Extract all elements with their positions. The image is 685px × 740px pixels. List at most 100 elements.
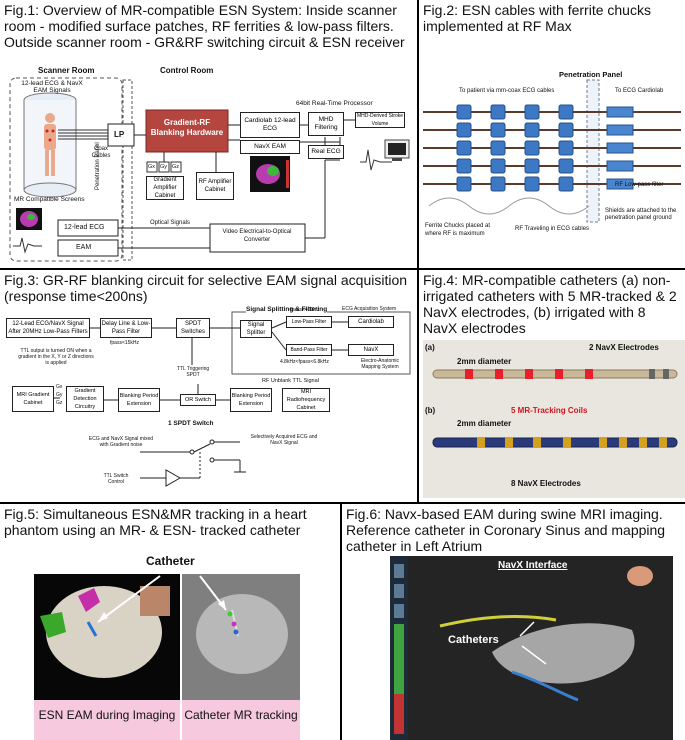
fig3-ttl-ctrl-label: TTL Switch Control xyxy=(103,473,129,485)
fig1-penetration-label: Penetration Panel xyxy=(95,142,101,190)
fig4-diam-a: 2mm diameter xyxy=(457,357,512,366)
fig3-unblank-label: RF Unblank TTL Signal xyxy=(262,378,319,384)
fig5-images xyxy=(34,574,300,740)
ferrite-chuck xyxy=(558,122,574,138)
ferrite-chuck xyxy=(524,158,540,174)
navx-electrode xyxy=(619,437,627,448)
fig1-processor-label: 64bit Real-Time Processor xyxy=(296,100,373,107)
ferrite-chuck xyxy=(524,122,540,138)
fig6-panel: Fig.6: Navx-based EAM during swine MRI i… xyxy=(342,504,685,740)
fig1-navx-box: NavX EAM xyxy=(240,140,300,154)
fig3-diagram xyxy=(54,311,411,487)
fig3-caption: Fig.3: GR-RF blanking circuit for select… xyxy=(4,272,408,304)
fig4-navx8-label: 8 NavX Electrodes xyxy=(511,479,581,488)
ferrite-chuck xyxy=(524,176,540,192)
fig1-mhd-out-box: MHD-Derived Stroke Volume xyxy=(355,112,405,128)
fig6-screenshot xyxy=(390,556,673,740)
fig4-photo: (a) (b) 2mm diameter 2 NavX Electrodes 5… xyxy=(423,340,685,498)
fig5-caption: Fig.5: Simultaneous ESN&MR tracking in a… xyxy=(4,506,307,538)
fig1-scanner-room-label: Scanner Room xyxy=(38,66,95,75)
fig3-spdt-box: SPDT Switches xyxy=(176,318,210,338)
rf-wave xyxy=(428,197,590,215)
ferrite-chuck xyxy=(490,122,506,138)
divider-vertical-bottom xyxy=(340,502,342,740)
lowpass-filter xyxy=(606,124,634,136)
fig4-catheters xyxy=(432,369,678,448)
navx-electrode xyxy=(477,437,485,448)
ferrite-chuck xyxy=(490,140,506,156)
fig3-navx-box: NavX xyxy=(348,344,394,356)
fig1-lp-label: LP xyxy=(114,130,125,139)
fig3-fpass3: fpass<15kHz xyxy=(110,340,140,346)
fig5-right-label: Catheter MR tracking xyxy=(184,708,298,722)
fig3-gz: Gz xyxy=(56,400,63,406)
navx-electrode xyxy=(639,437,647,448)
fig2-to-ecg-label: To ECG Cardiolab xyxy=(615,88,664,94)
fig2-chucks-label: Ferrite Chucks placed at where RF is max… xyxy=(425,223,491,237)
ferrite-chuck xyxy=(558,158,574,174)
fig4-panel: Fig.4: MR-compatible catheters (a) non-i… xyxy=(419,270,685,502)
ferrite-chuck xyxy=(558,140,574,156)
fig3-noise-label: ECG and NavX Signal mixed with Gradient … xyxy=(88,436,154,448)
navx-electrode xyxy=(649,369,655,379)
navx-electrode xyxy=(533,437,541,448)
fig3-eams-label: Electro-Anatomic Mapping System xyxy=(360,358,400,370)
navx-electrode xyxy=(659,437,667,448)
fig1-ecg12-label: 12-lead ECG xyxy=(64,224,105,231)
fig6-catheters-label: Catheters xyxy=(448,634,499,646)
ferrite-chuck xyxy=(456,140,472,156)
fig1-real-ecg-box: Real ECG xyxy=(308,145,344,159)
fig1-ecg-signals-label: 12-lead ECG & NavX EAM Signals xyxy=(21,80,83,94)
fig2-shields-label: Shields are attached to the penetration … xyxy=(605,208,677,221)
fig1-caption: Fig.1: Overview of MR-compatible ESN Sys… xyxy=(4,2,405,50)
ferrite-chuck xyxy=(558,176,574,192)
fig3-delay-box: Delay Line & Low-Pass Filter xyxy=(100,318,152,338)
fig3-cardiolab-box: Cardiolab xyxy=(348,316,394,328)
fig5-panel: Fig.5: Simultaneous ESN&MR tracking in a… xyxy=(0,504,340,740)
ferrite-chuck xyxy=(456,158,472,174)
ferrite-chuck xyxy=(456,122,472,138)
fig1-gz: Gz xyxy=(172,164,180,170)
fig3-lpf-box: Low-Pass Filter xyxy=(286,316,332,328)
fig3-panel: Fig.3: GR-RF blanking circuit for select… xyxy=(0,270,417,502)
fig2-lowpass-label: RF Low-pass filter xyxy=(615,182,664,188)
fig1-gy: Gy xyxy=(160,164,168,170)
fig1-mr-screens-label: MR Compatible Screens xyxy=(14,196,85,203)
mr-coil xyxy=(495,369,503,379)
lowpass-filter xyxy=(606,160,634,172)
fig1-grad-amp-box: Gradient Amplifier Cabinet xyxy=(146,176,184,200)
fig3-mri-rf-box: MRI Radiofrequency Cabinet xyxy=(282,388,330,412)
fig3-selected-label: Selectively Acquired ECG and NavX Signal xyxy=(250,434,318,446)
divider-vertical-top xyxy=(417,0,419,502)
fig6-interface-label: NavX Interface xyxy=(498,560,568,571)
fig3-detect-box: Gradient Detection Circuitry xyxy=(66,386,104,412)
fig4-navx2-label: 2 NavX Electrodes xyxy=(589,343,659,352)
fig2-caption: Fig.2: ESN cables with ferrite chucks im… xyxy=(423,2,651,34)
fig3-splitter-box: Signal Splitter xyxy=(240,320,272,338)
ferrite-chuck xyxy=(490,104,506,120)
fig3-ttl-trig: TTL Triggering SPDT xyxy=(176,366,210,378)
lowpass-filter xyxy=(606,142,634,154)
ferrite-chuck xyxy=(558,104,574,120)
fig3-spdt1-label: 1 SPDT Switch xyxy=(168,420,214,427)
ferrite-chuck xyxy=(490,158,506,174)
fig5-left-label: ESN EAM during Imaging xyxy=(38,708,176,722)
mr-coil xyxy=(555,369,563,379)
fig2-to-patient-label: To patient via mm-coax ECG cables xyxy=(459,88,555,94)
ferrite-chuck xyxy=(456,104,472,120)
fig3-ttl-note: TTL output is turned ON when a gradient … xyxy=(18,348,94,366)
lowpass-filter xyxy=(606,106,634,118)
fig3-acq-label: ECG Acquisition System xyxy=(342,306,397,312)
mr-coil xyxy=(465,369,473,379)
fig3-mri-grad-box: MRI Gradient Cabinet xyxy=(12,386,54,412)
fig4-diam-b: 2mm diameter xyxy=(457,419,512,428)
penetration-panel xyxy=(586,79,600,223)
fig3-gy: Gy xyxy=(56,392,63,398)
fig1-gx: Gx xyxy=(148,164,156,170)
ferrite-chuck xyxy=(524,140,540,156)
fig1-eam-label: EAM xyxy=(76,244,92,251)
divider-horizontal-1 xyxy=(0,268,685,270)
fig1-diagram xyxy=(9,77,410,262)
fig3-signal-split-label: Signal Splitting & Filtering xyxy=(246,306,328,313)
divider-horizontal-2 xyxy=(0,502,685,504)
